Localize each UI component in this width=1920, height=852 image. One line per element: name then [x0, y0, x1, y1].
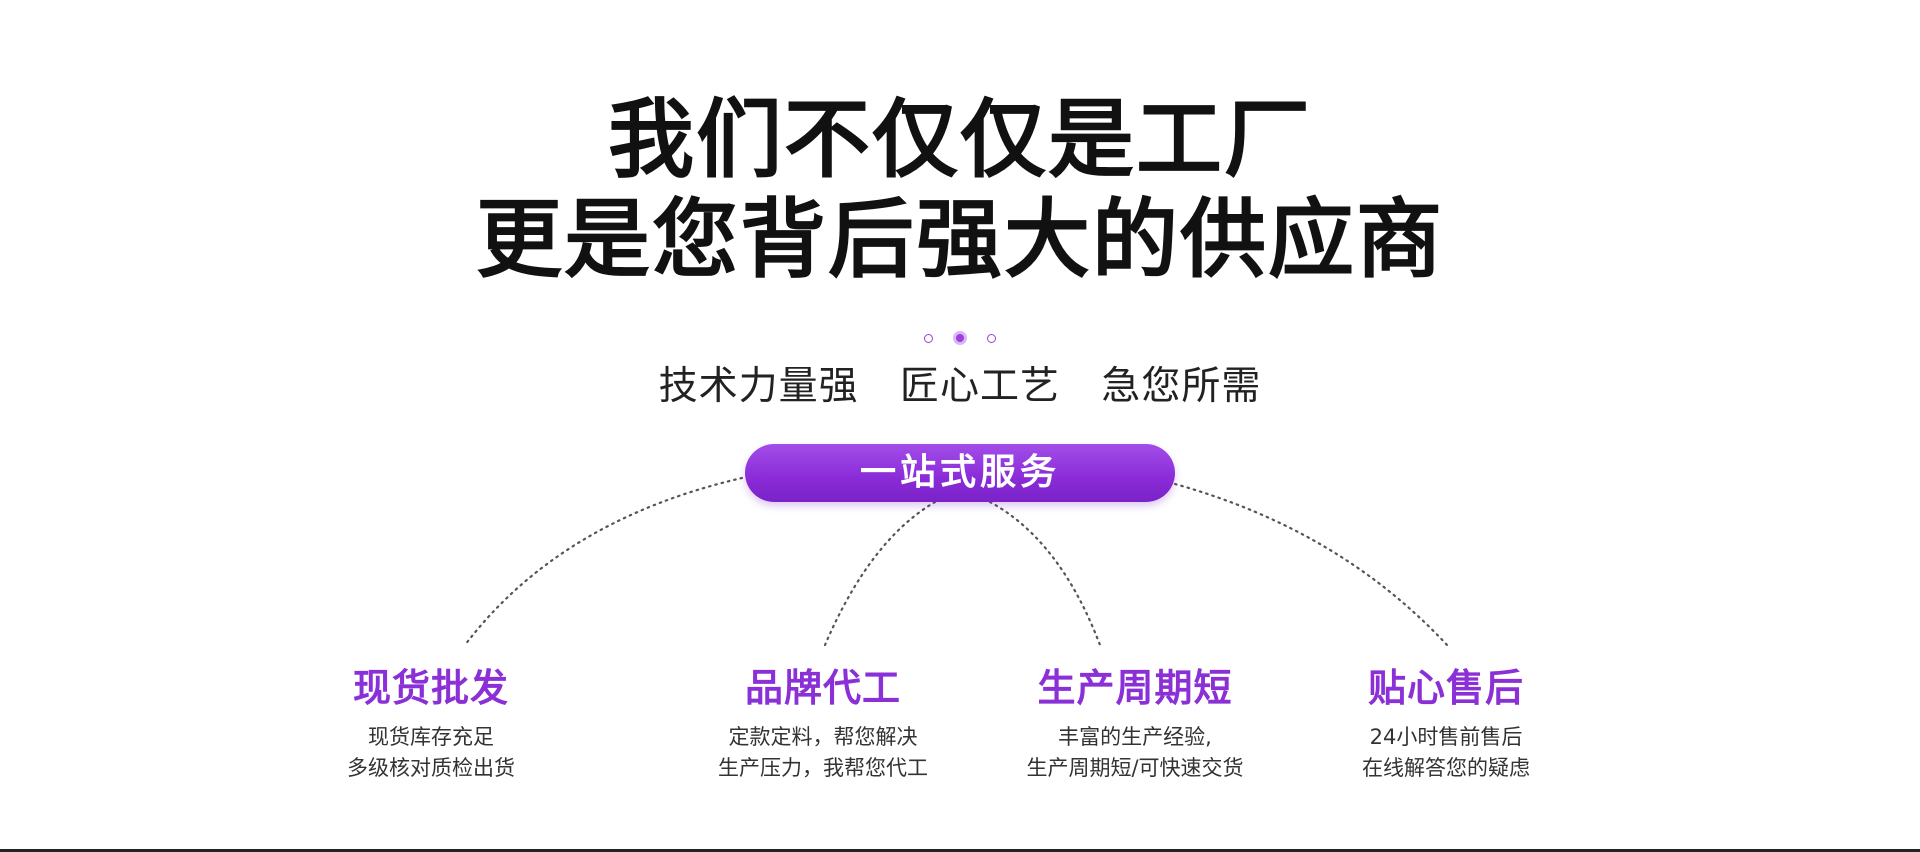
tagline-item-3: 急您所需 [1101, 364, 1262, 409]
feature-card-2: 品牌代工 定款定料，帮您解决 生产压力，我帮您代工 [663, 662, 983, 784]
feature-card-4: 贴心售后 24小时售前售后 在线解答您的疑虑 [1286, 662, 1606, 784]
feature-desc: 现货库存充足 多级核对质检出货 [271, 722, 591, 784]
feature-desc: 丰富的生产经验, 生产周期短/可快速交货 [975, 722, 1295, 784]
connector-to-feature-1 [463, 476, 744, 647]
feature-desc: 定款定料，帮您解决 生产压力，我帮您代工 [663, 722, 983, 784]
dot-indicator-1[interactable] [924, 333, 933, 343]
feature-card-3: 生产周期短 丰富的生产经验, 生产周期短/可快速交货 [975, 662, 1295, 784]
feature-desc: 24小时售前售后 在线解答您的疑虑 [1286, 722, 1606, 784]
headline-line-1: 我们不仅仅是工厂 [608, 90, 1312, 190]
connector-to-feature-4 [1173, 482, 1449, 647]
one-stop-service-button[interactable]: 一站式服务 [745, 444, 1175, 502]
tagline-item-2: 匠心工艺 [899, 364, 1060, 409]
bottom-divider [0, 849, 1920, 852]
carousel-dots [0, 331, 1920, 345]
feature-title: 生产周期短 [1037, 666, 1233, 710]
tagline: 技术力量强 匠心工艺 急您所需 [0, 362, 1920, 412]
feature-desc-line-2: 在线解答您的疑虑 [1362, 756, 1530, 780]
tagline-item-1: 技术力量强 [658, 364, 859, 409]
feature-desc-line-2: 生产周期短/可快速交货 [1026, 756, 1244, 780]
feature-desc-line-1: 24小时售前售后 [1369, 725, 1523, 749]
feature-desc-line-1: 现货库存充足 [368, 725, 494, 749]
feature-title: 品牌代工 [744, 666, 901, 710]
feature-title: 现货批发 [352, 666, 509, 710]
feature-desc-line-2: 多级核对质检出货 [347, 756, 515, 780]
feature-card-1: 现货批发 现货库存充足 多级核对质检出货 [271, 662, 591, 784]
connector-to-feature-3 [988, 500, 1102, 647]
dot-indicator-2-active[interactable] [953, 331, 967, 345]
feature-title: 贴心售后 [1367, 666, 1524, 710]
connector-to-feature-2 [823, 500, 937, 647]
headline-line-2: 更是您背后强大的供应商 [476, 190, 1444, 290]
feature-desc-line-1: 丰富的生产经验, [1058, 725, 1212, 749]
feature-desc-line-2: 生产压力，我帮您代工 [718, 756, 928, 780]
dot-indicator-3[interactable] [987, 333, 996, 343]
feature-desc-line-1: 定款定料，帮您解决 [728, 725, 918, 749]
